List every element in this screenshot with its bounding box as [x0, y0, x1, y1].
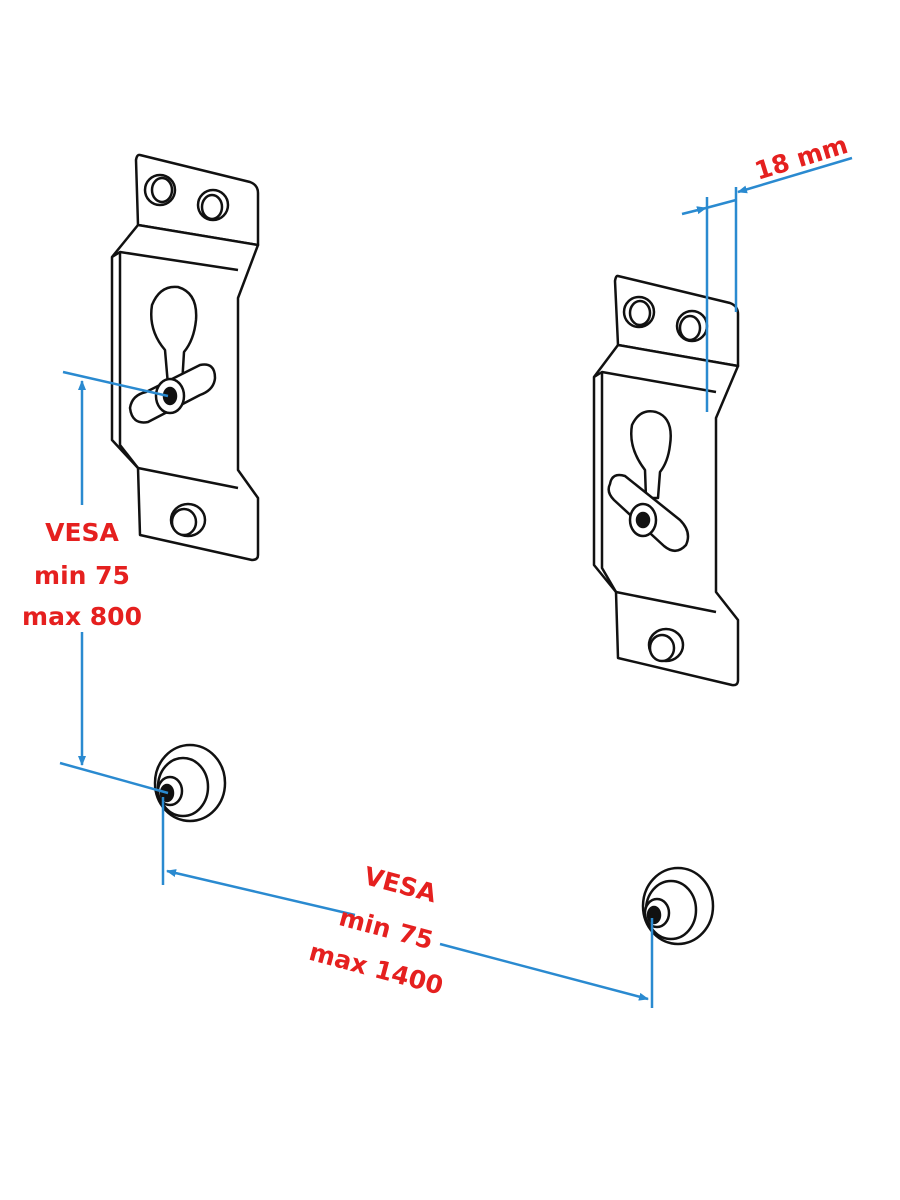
offset-arrow-right — [737, 156, 853, 194]
vertical-standard-label: VESA — [45, 518, 119, 547]
vertical-min-label: min 75 — [34, 561, 130, 590]
vertical-extension-bottom — [59, 761, 169, 795]
right-spacer — [641, 866, 715, 946]
dimension-lines — [59, 156, 853, 1008]
vertical-max-label: max 800 — [22, 602, 142, 631]
horizontal-standard-label: VESA — [361, 861, 440, 908]
right-wall-bracket — [592, 274, 740, 687]
vertical-extension-top — [62, 370, 169, 398]
offset-dimension-label: 18 mm — [751, 130, 851, 186]
left-spacer — [153, 743, 227, 823]
horizontal-dimension-right — [439, 942, 649, 1001]
offset-dimension-line — [705, 198, 737, 210]
horizontal-dimension-left — [166, 869, 356, 917]
offset-arrow-left — [681, 206, 707, 216]
left-wall-bracket — [110, 153, 260, 562]
